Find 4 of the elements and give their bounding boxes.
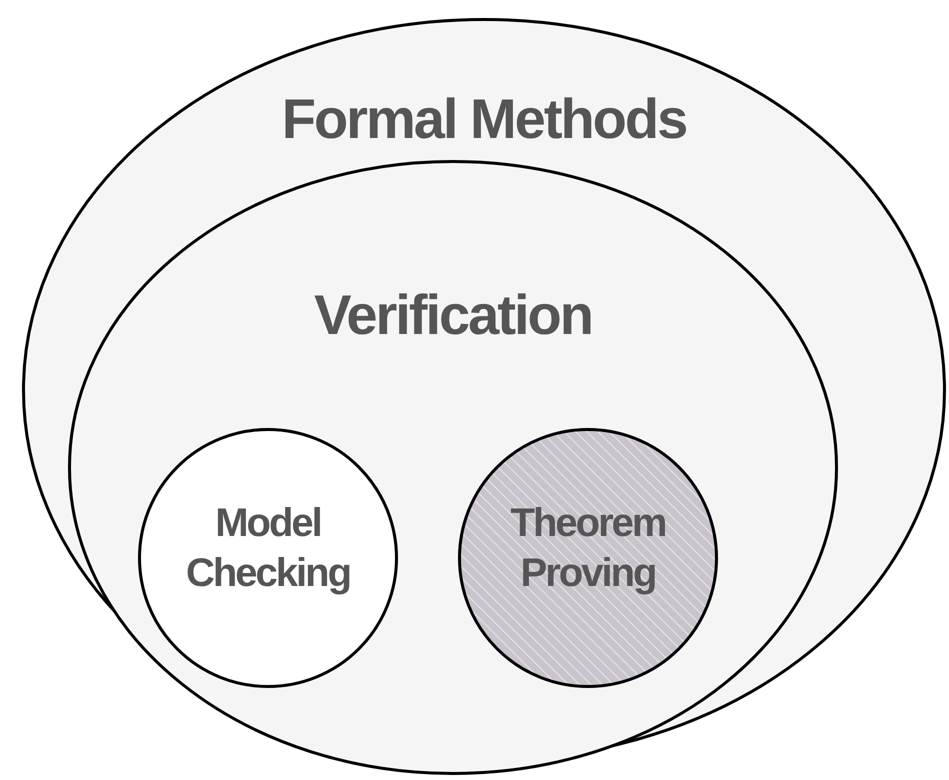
set-label: Theorem Proving <box>510 500 666 597</box>
set-label: Formal Methods <box>282 86 686 151</box>
set-label: Model Checking <box>184 500 352 597</box>
set-label: Verification <box>314 282 592 347</box>
